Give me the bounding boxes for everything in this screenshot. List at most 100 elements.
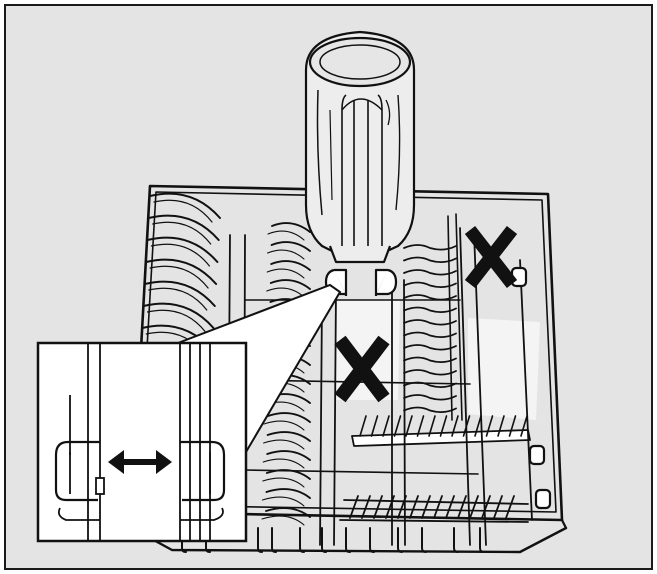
middle-tine-inner — [263, 439, 305, 450]
inset-clip-left — [54, 440, 100, 502]
floor-rail — [319, 289, 337, 546]
bottle-highlight — [329, 109, 333, 201]
front-comb-tine — [481, 495, 491, 519]
cup-shelf-tine — [393, 415, 402, 437]
middle-tine — [269, 279, 311, 290]
left-tine — [146, 236, 219, 263]
cup-shelf-tine — [405, 415, 413, 437]
middle-tine-inner — [261, 515, 305, 526]
cup-shelf-tine — [370, 415, 379, 437]
middle-tine — [266, 431, 311, 442]
middle-tine-inner — [266, 287, 305, 298]
basket-foot — [271, 527, 277, 553]
cup-shelf-tine — [474, 415, 482, 437]
cup-shelf-bar — [351, 429, 531, 447]
left-tine — [149, 192, 221, 219]
right-comb-tine — [403, 369, 457, 376]
bottle-highlight — [385, 99, 391, 126]
front-comb-tine — [445, 495, 455, 519]
middle-tine — [271, 222, 311, 233]
detail-inset — [36, 283, 342, 543]
middle-tine-inner — [267, 230, 305, 241]
front-comb-tine — [457, 495, 467, 519]
middle-tine — [270, 241, 311, 252]
front-comb-tine — [373, 495, 383, 519]
basket-feet — [181, 527, 485, 553]
cross-mark — [334, 335, 390, 403]
right-comb-tine — [403, 319, 457, 326]
cup-shelf-tine — [520, 415, 528, 437]
front-comb-tine — [469, 495, 479, 519]
basket-foot — [181, 527, 187, 553]
cup-shelf-tine — [382, 415, 390, 437]
holder-clip-right — [374, 268, 398, 296]
cross-mark — [464, 226, 518, 288]
basket-foot — [299, 527, 305, 553]
left-tine — [142, 302, 215, 329]
arrow-head-left — [108, 450, 124, 474]
basket-foot — [345, 527, 351, 553]
floor-rail — [391, 279, 406, 546]
left-tine-inner — [153, 199, 213, 223]
cup-shelf-tine — [485, 415, 494, 437]
bottle-highlight — [316, 89, 323, 216]
cup-shelf-tine — [416, 415, 425, 437]
cup-shelf-tine — [508, 415, 517, 437]
left-tine — [145, 258, 218, 285]
arrow-head-right — [156, 450, 172, 474]
basket-foot — [421, 527, 427, 553]
floor-patch — [468, 318, 540, 420]
middle-tine — [267, 412, 311, 423]
right-tine-row — [403, 213, 463, 421]
basket-foot — [205, 527, 211, 553]
basket-foot — [453, 527, 459, 553]
basket-wheel — [528, 444, 546, 466]
middle-tine — [270, 260, 311, 271]
cup-shelf — [351, 415, 531, 447]
inset-clip-right — [180, 440, 226, 502]
adjust-arrow — [108, 450, 172, 474]
middle-tine-inner — [267, 249, 305, 260]
middle-tine — [265, 488, 311, 499]
front-comb-tine — [505, 495, 515, 519]
middle-tine-inner — [266, 268, 305, 279]
left-tine-inner — [152, 221, 212, 245]
basket-foot — [397, 527, 403, 553]
cup-shelf-tine — [439, 415, 448, 437]
front-comb-rail — [339, 499, 529, 523]
basket-foot — [257, 527, 263, 553]
holder-rod-top — [341, 98, 383, 111]
bottle-highlight — [395, 94, 401, 211]
right-comb-rail — [447, 213, 463, 421]
cup-shelf-tine — [497, 415, 505, 437]
inset-rods — [54, 343, 226, 541]
callout-wedge — [177, 283, 342, 453]
left-tine-inner — [146, 309, 207, 333]
middle-tine-inner — [262, 477, 305, 488]
basket-wheel — [534, 488, 552, 510]
left-tine-inner — [149, 265, 209, 289]
right-comb-tine — [403, 406, 457, 413]
front-comb-tine — [409, 495, 419, 519]
right-comb-tine — [403, 331, 457, 338]
cup-shelf-tine — [428, 415, 436, 437]
right-comb-tine — [403, 306, 457, 313]
middle-tine — [265, 507, 311, 518]
front-tine-row — [339, 495, 529, 523]
basket-foot — [479, 527, 485, 553]
basket-foot — [369, 527, 375, 553]
front-comb-tine — [493, 495, 503, 519]
right-comb-tine — [403, 356, 457, 363]
middle-tine-inner — [262, 458, 305, 469]
cup-shelf-tine — [451, 415, 459, 437]
basket-foot — [321, 527, 327, 553]
cross-mark-group — [334, 226, 518, 403]
front-comb-tine — [433, 495, 443, 519]
right-comb-tine — [403, 394, 457, 401]
front-comb-tine — [421, 495, 431, 519]
bottle-base-inner — [319, 44, 401, 80]
inset-clip-left-tab — [95, 477, 105, 495]
left-tine-inner — [148, 287, 208, 311]
